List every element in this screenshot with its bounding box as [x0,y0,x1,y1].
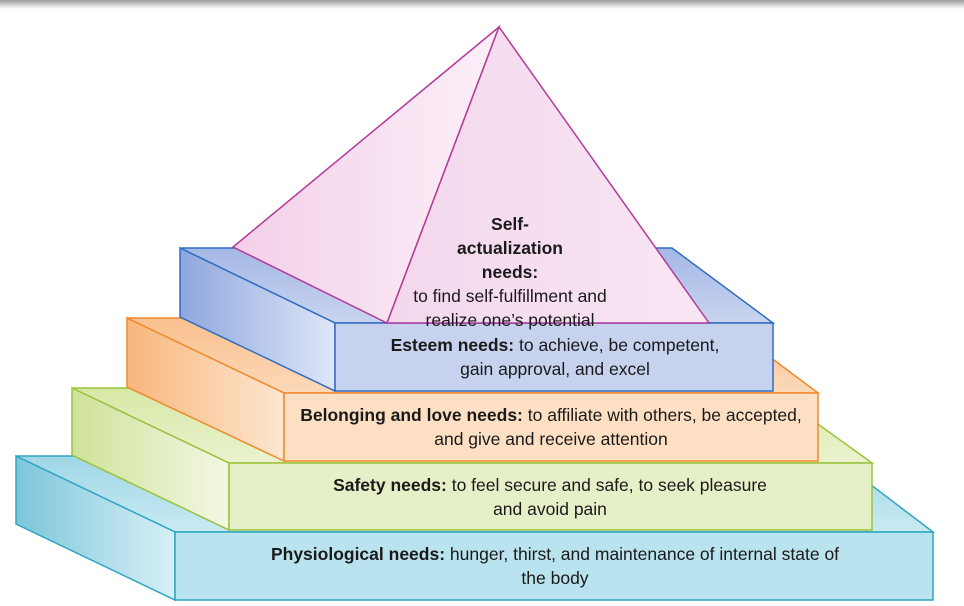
tier-belonging-front [283,392,819,462]
safety-label: Safety needs: to feel secure and safe, t… [330,473,770,521]
self-actualization-text: to find self-fulfillment and realize one… [413,286,607,330]
tier-safety-front [228,462,873,531]
safety-text: to feel secure and safe, to seek pleasur… [451,475,767,519]
window-top-shadow [0,0,964,9]
belonging-title: Belonging and love needs: [300,405,528,425]
safety-title: Safety needs: [333,475,452,495]
tier-physiological-front [174,531,934,601]
belonging-label: Belonging and love needs: to affiliate w… [288,403,814,451]
tier-self-actualization [231,24,711,325]
esteem-text: to achieve, be competent, gain approval,… [460,335,720,379]
physiological-label: Physiological needs: hunger, thirst, and… [265,542,845,590]
esteem-label: Esteem needs: to achieve, be competent, … [380,333,730,381]
pyramid-front-face [385,25,711,324]
physiological-text: hunger, thirst, and maintenance of inter… [449,544,840,588]
self-actualization-title: Self-actualization needs: [457,214,563,282]
physiological-title: Physiological needs: [270,544,450,564]
tier-esteem-front [334,322,774,392]
esteem-title: Esteem needs: [390,335,519,355]
self-actualization-label: Self-actualization needs: to find self-f… [390,212,630,332]
belonging-text: to affiliate with others, be accepted, a… [434,405,802,449]
